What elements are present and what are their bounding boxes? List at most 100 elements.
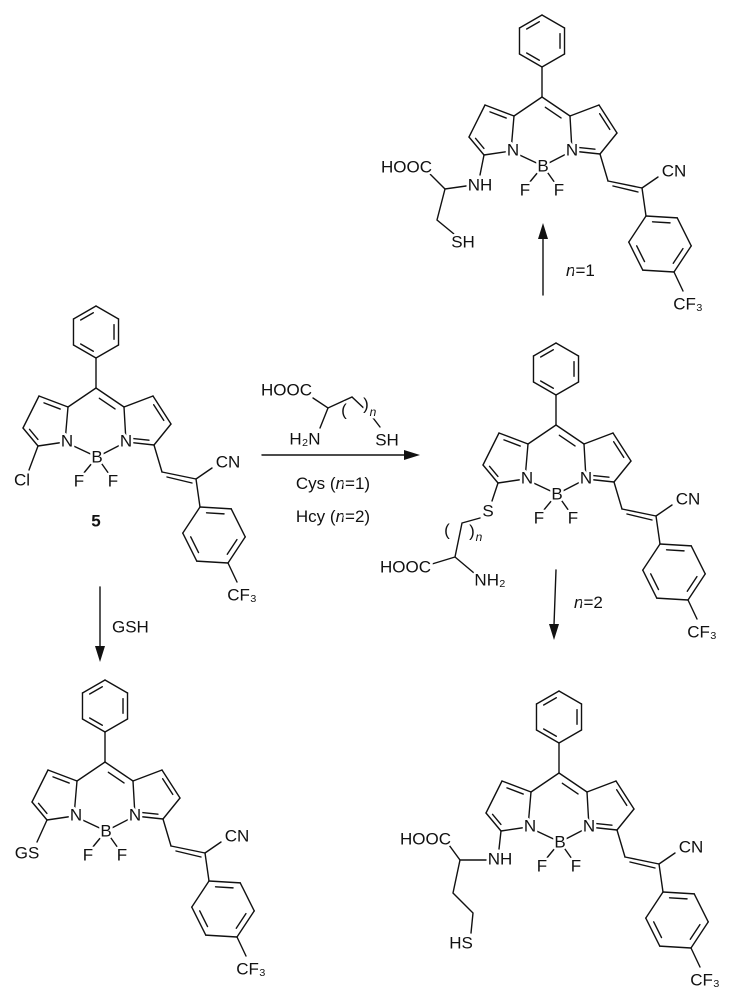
cyano-bond bbox=[641, 176, 659, 189]
phenyl-ring bbox=[518, 14, 566, 68]
bond bbox=[64, 406, 69, 443]
arrow-line bbox=[553, 569, 557, 626]
bond bbox=[38, 395, 69, 408]
bf-bond bbox=[96, 456, 110, 475]
bond bbox=[152, 395, 172, 425]
cyano-label: CN bbox=[216, 453, 241, 472]
bond bbox=[687, 573, 706, 601]
bf-bond bbox=[556, 493, 570, 512]
vinyl-double-bond bbox=[624, 856, 660, 865]
bond bbox=[656, 597, 689, 601]
s-bond bbox=[36, 819, 48, 843]
boron-label: B bbox=[554, 833, 565, 852]
fluorine-label: F bbox=[108, 472, 118, 491]
bf-bond bbox=[542, 493, 558, 512]
bond bbox=[541, 53, 566, 68]
double-bond-line bbox=[132, 437, 150, 441]
bond bbox=[598, 104, 618, 134]
nitrogen-label: N bbox=[521, 469, 533, 488]
bond bbox=[67, 387, 97, 408]
bond bbox=[541, 96, 571, 117]
double-bond-line bbox=[615, 789, 628, 807]
double-bond-line bbox=[226, 538, 238, 555]
double-bond-line bbox=[578, 146, 596, 150]
bond bbox=[22, 395, 40, 429]
bond bbox=[81, 679, 106, 694]
bond bbox=[535, 690, 560, 705]
bond bbox=[527, 424, 557, 445]
bond bbox=[500, 826, 529, 832]
hcy-condition-label: Hcy (n=2) bbox=[296, 507, 370, 526]
cys-arrow: n=1 bbox=[538, 223, 597, 296]
vinyl-bond bbox=[162, 818, 172, 847]
reagent-thiol-label: SH bbox=[375, 431, 399, 450]
bond bbox=[612, 432, 632, 462]
repeat-n: n bbox=[370, 405, 377, 419]
boron-label: B bbox=[551, 485, 562, 504]
boron-dipyrrin-ring bbox=[524, 424, 587, 495]
cyano-label: CN bbox=[225, 827, 250, 846]
bond bbox=[497, 478, 526, 484]
bond bbox=[153, 423, 172, 446]
paren-close: ) bbox=[363, 395, 369, 414]
double-bond-line bbox=[205, 512, 225, 515]
bond bbox=[558, 690, 583, 705]
bond bbox=[662, 891, 695, 895]
bond bbox=[569, 115, 573, 152]
bond bbox=[73, 815, 107, 832]
bond bbox=[642, 269, 675, 273]
cf3-label: CF₃ bbox=[227, 586, 257, 605]
double-bond-line bbox=[43, 402, 61, 410]
carboxyl-label: HOOC bbox=[400, 830, 451, 849]
cf3-label: CF₃ bbox=[236, 960, 266, 979]
cys-condition-label-part: Cys ( bbox=[296, 474, 336, 493]
bond bbox=[659, 945, 692, 949]
bond bbox=[588, 826, 618, 831]
reagent-amine-label: H₂N bbox=[289, 430, 320, 449]
bond bbox=[64, 441, 98, 458]
fluorine-label: F bbox=[537, 857, 547, 876]
double-bond-line bbox=[672, 247, 684, 264]
cf3-bond bbox=[690, 947, 701, 968]
bond bbox=[571, 150, 601, 155]
hcy-condition-label-part: =2) bbox=[345, 507, 370, 526]
bond bbox=[468, 104, 486, 138]
arrowhead bbox=[549, 624, 559, 640]
amino-acid-chain bbox=[448, 844, 487, 861]
paren-open: ( bbox=[341, 401, 347, 420]
left-pyrrole bbox=[482, 432, 529, 484]
bond bbox=[182, 532, 198, 562]
sulfur-label: S bbox=[482, 502, 493, 521]
bond bbox=[673, 245, 692, 273]
cys-condition-label-part: n bbox=[336, 474, 345, 493]
fluorine-label: F bbox=[83, 846, 93, 865]
bond bbox=[645, 917, 661, 947]
vinyl-double-bond-line bbox=[629, 861, 656, 869]
bond bbox=[518, 14, 543, 29]
nitrogen-label: N bbox=[507, 141, 519, 160]
fluorine-label: F bbox=[571, 857, 581, 876]
bond bbox=[239, 882, 255, 912]
double-bond-line bbox=[88, 686, 103, 695]
thiol-label: HS bbox=[449, 934, 473, 953]
bond bbox=[95, 387, 125, 408]
nitrogen-label: N bbox=[129, 806, 141, 825]
vinyl-bond bbox=[599, 153, 609, 182]
trifluoromethylphenyl-ring bbox=[182, 506, 246, 564]
cyano-label: CN bbox=[676, 490, 701, 509]
bf-bond bbox=[105, 830, 119, 849]
bond bbox=[95, 344, 120, 359]
paren-close: ) bbox=[469, 522, 475, 541]
bond bbox=[532, 381, 557, 396]
bond bbox=[586, 791, 590, 828]
bond bbox=[132, 780, 136, 817]
bf-bond bbox=[559, 841, 573, 860]
bond bbox=[123, 406, 127, 443]
double-bond-line bbox=[88, 717, 103, 726]
bond bbox=[628, 241, 644, 271]
right-pyrrole bbox=[583, 432, 632, 483]
bf-bond bbox=[82, 456, 98, 475]
